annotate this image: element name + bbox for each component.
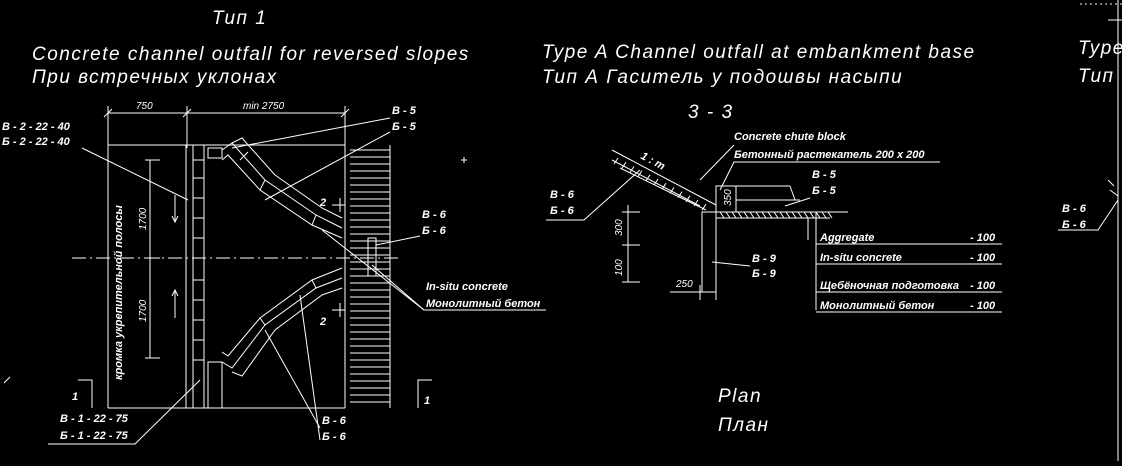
title-mid-ru: Тип А Гаситель у подошвы насыпи xyxy=(542,67,903,88)
legend-item-value: - 100 xyxy=(970,252,996,264)
hatch-line xyxy=(821,211,827,219)
hatch-line xyxy=(791,211,797,219)
label-b6-bottom-ru: Б - 6 xyxy=(322,431,347,443)
left-plan-drawing: 750 min 2750 1700 1700 кромка укрепитель… xyxy=(2,101,546,445)
section-b5-en: B - 5 xyxy=(812,169,837,181)
label-b6-bottom-en: B - 6 xyxy=(322,415,347,427)
hatch-line xyxy=(701,203,707,211)
slope-ratio: 1 : m xyxy=(639,150,667,173)
hatch-line xyxy=(613,157,619,165)
label-in-situ-ru: Монолитный бетон xyxy=(426,298,541,310)
hatch-line xyxy=(743,211,749,219)
hatch-line xyxy=(677,191,683,198)
section-title: 3 - 3 xyxy=(688,102,734,123)
hatch-line xyxy=(797,211,803,219)
hatch-line xyxy=(719,211,725,219)
dim-1700-upper: 1700 xyxy=(138,207,149,230)
edge-strip-label: кромка укрепительной полосы xyxy=(113,205,125,380)
label-in-situ-en: In-situ concrete xyxy=(426,281,508,293)
hatch-line xyxy=(637,170,643,177)
title-left-en: Concrete channel outfall for reversed sl… xyxy=(32,44,470,65)
dim-750: 750 xyxy=(136,101,153,112)
hatch-line xyxy=(725,211,731,219)
label-b1-ru: Б - 1 - 22 - 75 xyxy=(60,430,129,442)
right-b6-en: B - 6 xyxy=(1062,203,1087,215)
hatch-line xyxy=(693,199,699,207)
label-b5-ru: Б - 5 xyxy=(392,121,417,133)
plan-title-ru: План xyxy=(718,415,770,436)
embankment-hatching xyxy=(350,149,390,403)
slope-hatching xyxy=(613,157,707,211)
hatch-line xyxy=(685,195,691,203)
legend-item-name: Щебёночная подготовка xyxy=(820,280,959,292)
dim-350: 350 xyxy=(723,189,734,206)
legend-item-value: - 100 xyxy=(970,280,996,292)
hatch-line xyxy=(661,182,667,190)
hatch-line xyxy=(653,178,659,186)
section-b5-ru: Б - 5 xyxy=(812,185,837,197)
plan-title-en: Plan xyxy=(718,386,762,407)
label-b1-en: B - 1 - 22 - 75 xyxy=(60,413,129,425)
hatch-line xyxy=(749,211,755,219)
hatch-line xyxy=(731,211,737,219)
section-b9-ru: Б - 9 xyxy=(752,268,777,280)
legend-item-value: - 100 xyxy=(970,232,996,244)
hatch-line xyxy=(803,211,809,219)
label-b2-en: B - 2 - 22 - 40 xyxy=(2,121,71,133)
chute-label-en: Concrete chute block xyxy=(734,131,847,143)
hatch-line xyxy=(645,174,651,182)
label-b6-en: B - 6 xyxy=(422,209,447,221)
right-b6-ru: Б - 6 xyxy=(1062,219,1087,231)
title-mid-en: Type A Channel outfall at embankment bas… xyxy=(542,42,976,63)
dim-300: 300 xyxy=(614,219,625,236)
title-type1: Тип 1 xyxy=(212,8,267,29)
title-right-ru: Тип xyxy=(1078,66,1115,87)
hatch-line xyxy=(761,211,767,219)
section-b6-ru: Б - 6 xyxy=(550,205,575,217)
section-b6-en: B - 6 xyxy=(550,189,575,201)
dim-min-2750: min 2750 xyxy=(243,101,285,112)
section-mark-2-bottom: 2 xyxy=(319,316,326,328)
hatch-line xyxy=(773,211,779,219)
hatch-line xyxy=(755,211,761,219)
hatch-line xyxy=(621,161,627,169)
right-partial-drawing: B - 6 Б - 6 xyxy=(1058,179,1119,231)
dim-100: 100 xyxy=(614,259,625,276)
title-right-en: Type xyxy=(1078,38,1122,59)
legend-item-name: In-situ concrete xyxy=(820,252,902,264)
label-b5-en: B - 5 xyxy=(392,105,417,117)
hatch-line xyxy=(827,211,833,219)
title-left-ru: При встречных уклонах xyxy=(32,67,278,88)
legend-item-value: - 100 xyxy=(970,300,996,312)
section-3-3-drawing: 1 : m 350 300 100 250 Concrete chute blo… xyxy=(546,131,1002,313)
dim-1700-lower: 1700 xyxy=(138,299,149,322)
hatch-line xyxy=(815,211,821,219)
section-mark-1-left: 1 xyxy=(72,391,78,403)
label-b2-ru: Б - 2 - 22 - 40 xyxy=(2,136,71,148)
dim-250: 250 xyxy=(675,279,693,290)
base-hatching xyxy=(719,211,833,219)
legend-item-name: Монолитный бетон xyxy=(820,300,935,312)
section-b9-en: B - 9 xyxy=(752,253,777,265)
hatch-line xyxy=(779,211,785,219)
section-mark-1-right: 1 xyxy=(424,395,430,407)
section-mark-2-top: 2 xyxy=(319,197,326,209)
chute-label-ru: Бетонный растекатель 200 x 200 xyxy=(734,149,925,161)
hatch-line xyxy=(767,211,773,219)
legend-item-name: Aggregate xyxy=(819,232,874,244)
hatch-line xyxy=(809,211,815,219)
hatch-line xyxy=(785,211,791,219)
hatch-line xyxy=(629,166,635,173)
hatch-line xyxy=(737,211,743,219)
hatch-line xyxy=(669,187,675,194)
label-b6-ru: Б - 6 xyxy=(422,225,447,237)
